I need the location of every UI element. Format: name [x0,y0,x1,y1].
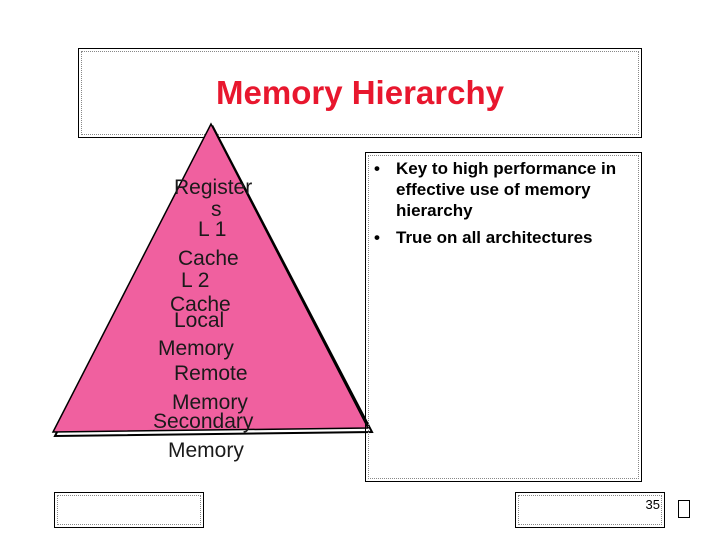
label-l2-2: Cache [170,293,231,316]
title-box [78,48,642,138]
label-remote-1: Remote [174,362,248,385]
label-registers-2: s [211,198,222,221]
bullets-box [365,152,642,482]
label-local-1: Local [174,309,225,332]
label-secondary-2: Memory [168,439,244,462]
page-title: Memory Hierarchy [216,74,504,111]
bullet-text: Key to high performance in effective use… [396,159,617,220]
bullet-item: • True on all architectures [372,227,638,248]
label-local-2: Memory [158,337,234,360]
bullet-dot-icon: • [374,159,380,178]
bullet-text: True on all architectures [396,228,593,247]
slide-number: 35 [645,497,660,512]
pyramid-triangle [51,122,370,433]
label-remote-2: Memory [172,391,248,414]
label-registers-1: Register [174,176,253,199]
bullet-list: • Key to high performance in effective u… [372,158,638,254]
label-l1-1: L 1 [198,218,227,241]
bullet-dot-icon: • [374,228,380,247]
placeholder-box-icon [678,500,690,518]
footer-left-box [54,492,204,528]
label-secondary-1: Secondary [153,410,254,433]
bullet-item: • Key to high performance in effective u… [372,158,638,221]
label-l2-1: L 2 [181,269,210,292]
footer-right-box [515,492,665,528]
label-l1-2: Cache [178,247,239,270]
